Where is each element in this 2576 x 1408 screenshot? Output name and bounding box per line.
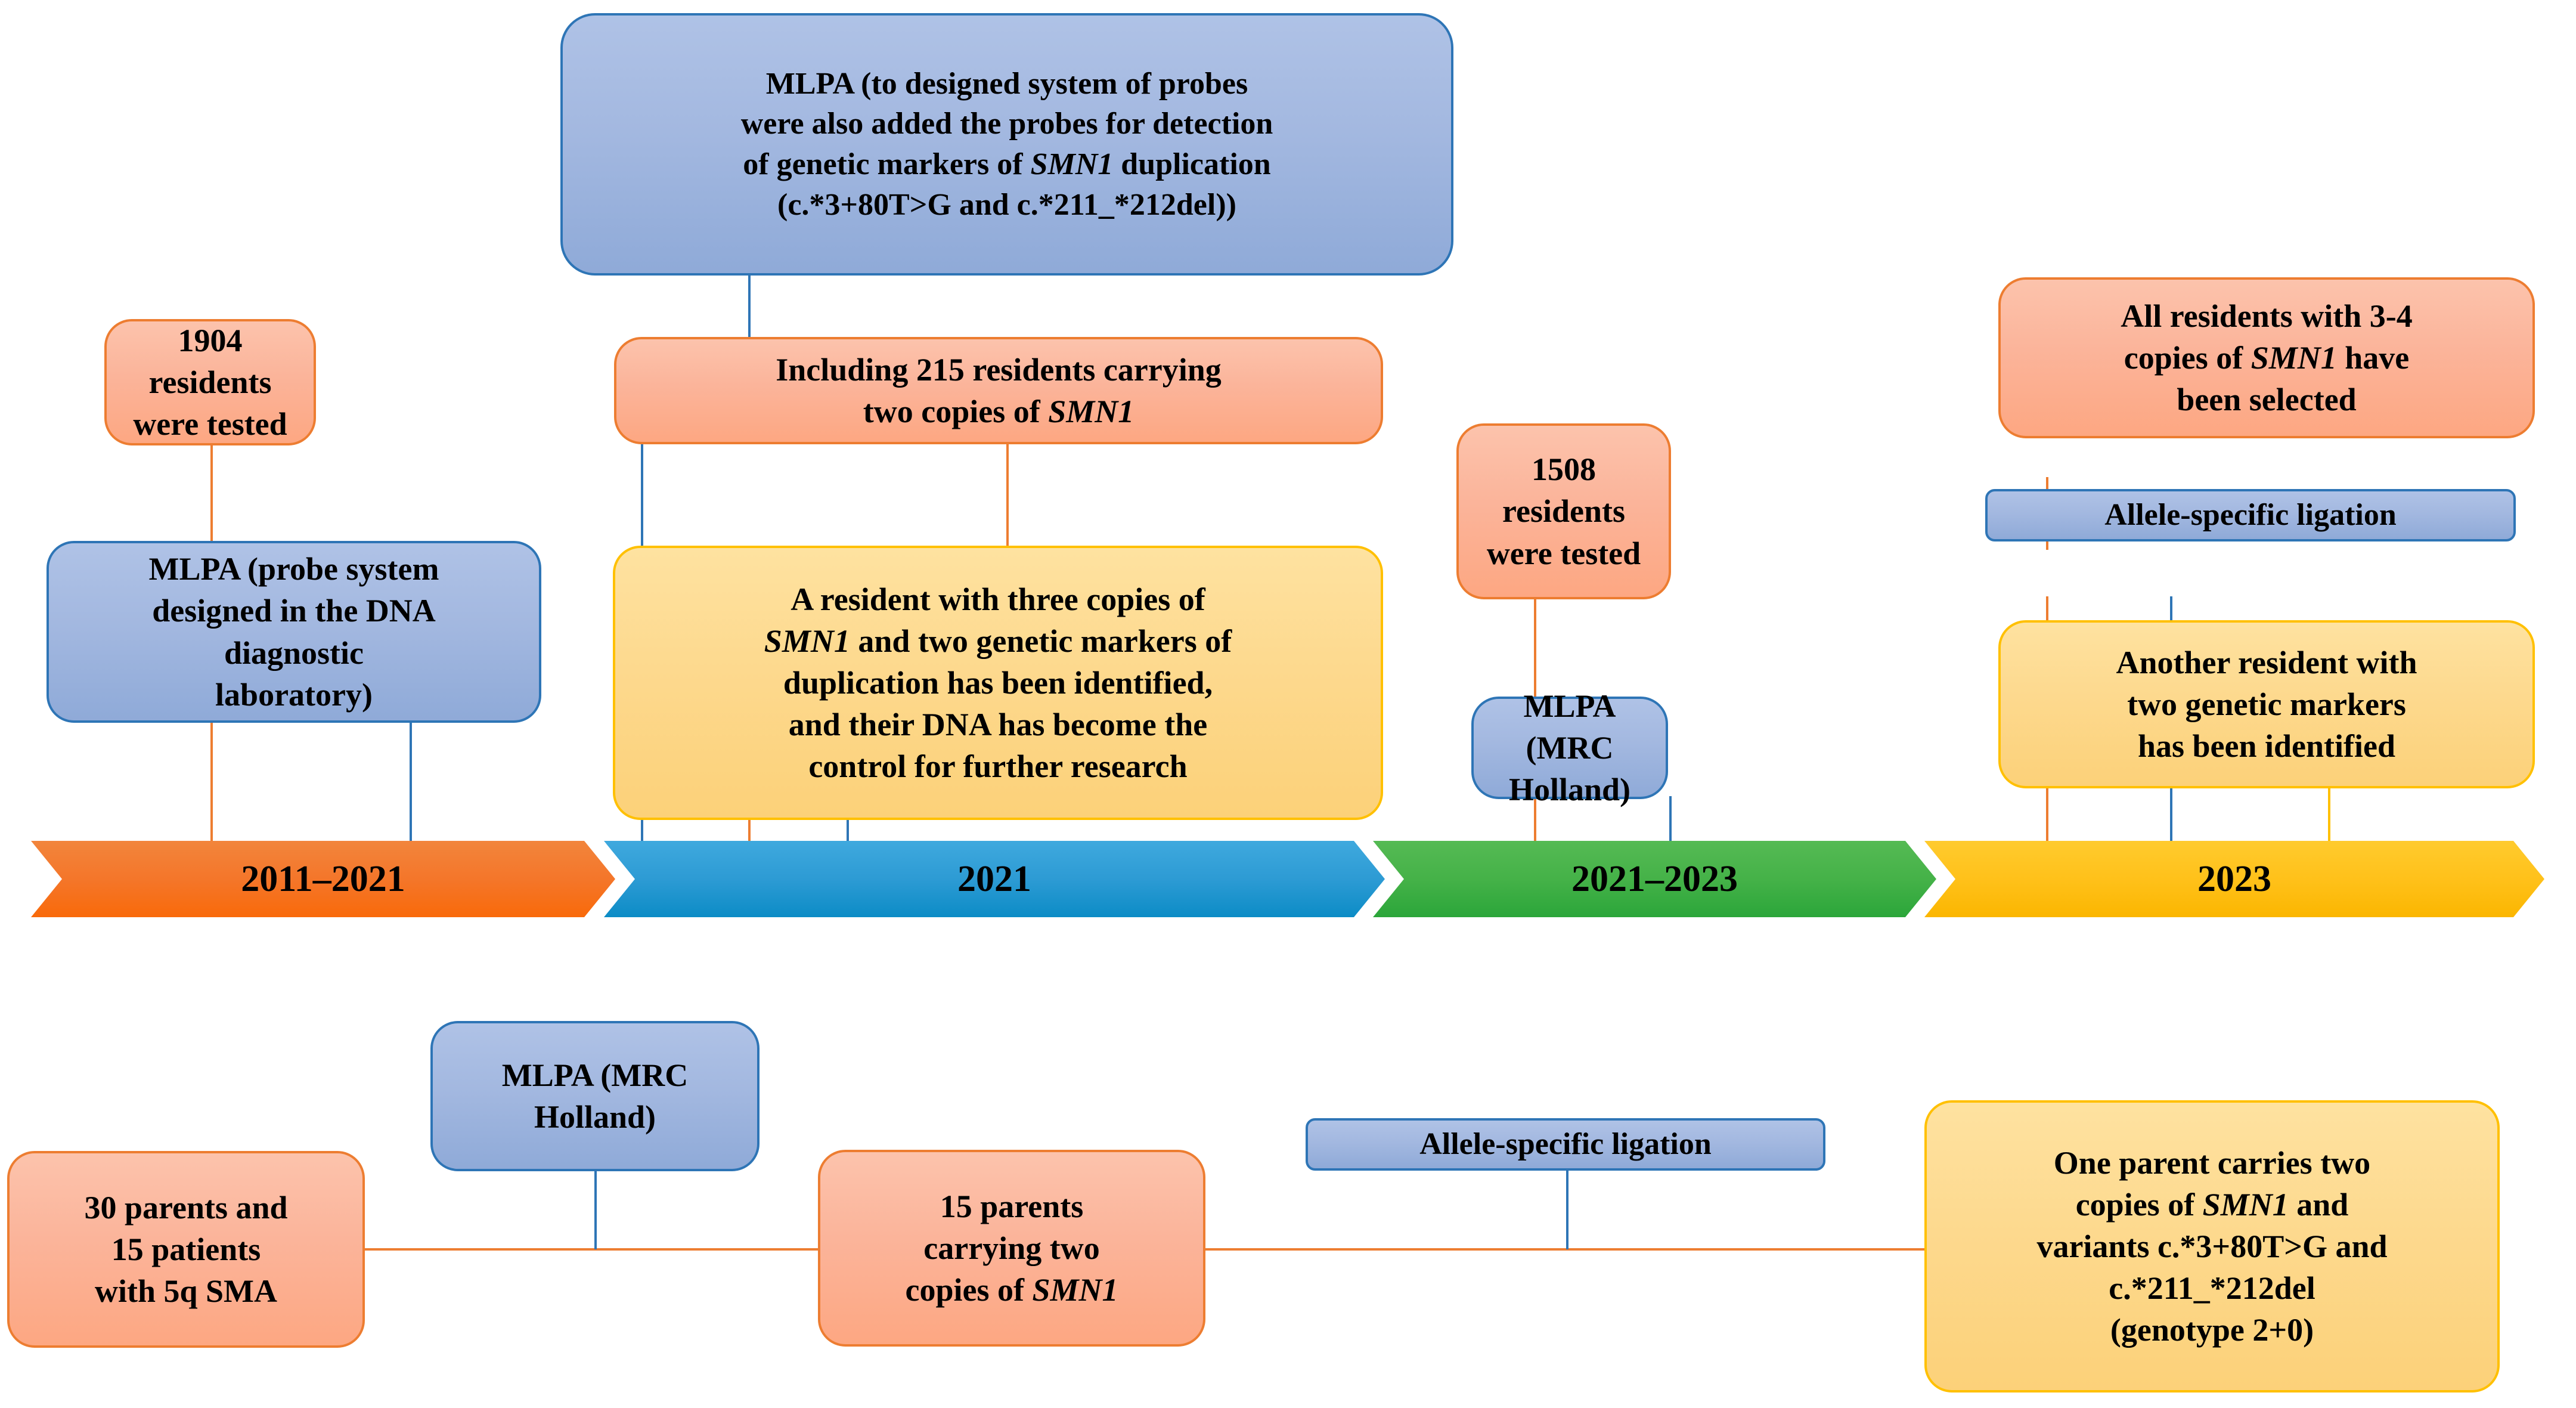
- connector-line: [210, 722, 213, 841]
- timeline-label: 2021: [957, 858, 1031, 899]
- node-label: Allele-specific ligation: [1419, 1127, 1712, 1162]
- connector-line: [1006, 444, 1009, 546]
- timeline-segment-2011-2021[interactable]: 2011–2021: [31, 841, 615, 917]
- node-all-residents-3-4-copies[interactable]: All residents with 3-4 copies of SMN1 ha…: [1998, 277, 2535, 438]
- connector-line: [210, 444, 213, 552]
- gene-name-smn1: SMN1: [1032, 1272, 1118, 1308]
- connector-line: [410, 722, 412, 841]
- connector-line: [641, 444, 643, 546]
- timeline-label: 2023: [2197, 858, 2271, 899]
- timeline-label: 2021–2023: [1571, 858, 1738, 899]
- node-allele-specific-ligation-top[interactable]: Allele-specific ligation: [1985, 489, 2516, 541]
- node-label: Allele-specific ligation: [2104, 498, 2397, 533]
- timeline-segment-2021-2023[interactable]: 2021–2023: [1373, 841, 1936, 917]
- connector-line: [1566, 1171, 1568, 1249]
- connector-line: [1669, 796, 1672, 845]
- connector-line: [594, 1171, 597, 1249]
- node-label: Including 215 residents carrying two cop…: [776, 351, 1222, 429]
- timeline-label: 2011–2021: [241, 858, 405, 899]
- node-resident-three-copies[interactable]: A resident with three copies of SMN1 and…: [613, 546, 1383, 820]
- gene-name-smn1: SMN1: [1030, 147, 1114, 181]
- node-label: One parent carries two copies of SMN1 an…: [2036, 1144, 2388, 1348]
- node-label: 15 parents carrying two copies of SMN1: [905, 1188, 1118, 1308]
- node-mlpa-designed-probes-added[interactable]: MLPA (to designed system of probes were …: [560, 13, 1453, 276]
- node-allele-specific-ligation-bottom[interactable]: Allele-specific ligation: [1306, 1118, 1825, 1171]
- node-label: All residents with 3-4 copies of SMN1 ha…: [2121, 298, 2413, 418]
- connector-line: [847, 820, 849, 845]
- gene-name-smn1: SMN1: [2202, 1186, 2289, 1223]
- gene-name-smn1: SMN1: [2250, 339, 2337, 376]
- gene-name-smn1: SMN1: [764, 623, 850, 659]
- connector-line: [2046, 788, 2048, 845]
- connector-line: [641, 820, 643, 845]
- connector-line: [2328, 788, 2330, 845]
- gene-name-smn1: SMN1: [1048, 394, 1134, 429]
- connector-line: [1189, 1248, 1961, 1251]
- connector-line: [1534, 796, 1536, 845]
- node-including-215-residents[interactable]: Including 215 residents carrying two cop…: [614, 337, 1383, 444]
- connector-line: [1534, 599, 1536, 707]
- node-label: A resident with three copies of SMN1 and…: [764, 581, 1232, 785]
- node-15-parents-two-copies[interactable]: 15 parents carrying two copies of SMN1: [818, 1150, 1205, 1347]
- connector-line: [748, 262, 751, 340]
- timeline-segment-2023[interactable]: 2023: [1924, 841, 2544, 917]
- node-one-parent-genotype-2-0[interactable]: One parent carries two copies of SMN1 an…: [1924, 1100, 2500, 1392]
- timeline-segment-2021[interactable]: 2021: [604, 841, 1385, 917]
- connector-line: [365, 1248, 830, 1251]
- connector-line: [2170, 788, 2172, 845]
- connector-line: [748, 820, 751, 845]
- node-label: MLPA (to designed system of probes were …: [740, 66, 1273, 222]
